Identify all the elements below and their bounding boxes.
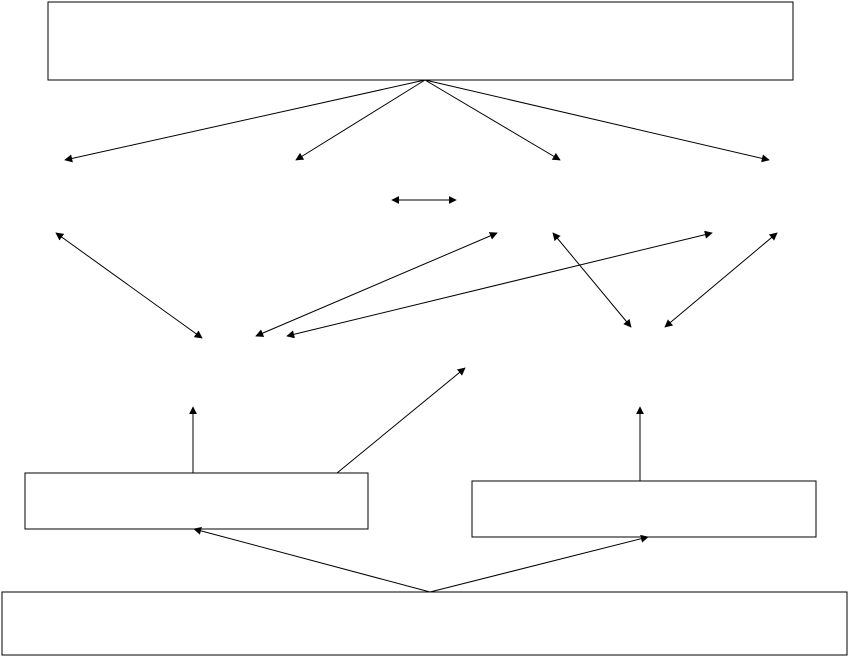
bottom-box bbox=[1, 591, 848, 656]
arrow-far-right-to-right-node bbox=[664, 232, 778, 328]
arrow-bottom-to-left-box bbox=[193, 526, 431, 593]
left-lower-box bbox=[24, 472, 369, 530]
arrow-center-to-right-node bbox=[552, 232, 632, 328]
top-box bbox=[47, 1, 794, 81]
arrow-right-to-left-node bbox=[286, 230, 713, 339]
arrow-bottom-to-right-box bbox=[429, 534, 649, 593]
right-lower-box bbox=[471, 480, 817, 538]
arrow-top-to-node-3 bbox=[424, 79, 561, 161]
arrow-center-to-left-node bbox=[255, 232, 498, 337]
arrow-top-to-node-1 bbox=[64, 79, 426, 163]
arrow-left-diagonal bbox=[55, 232, 203, 339]
arrow-top-to-node-2 bbox=[295, 79, 426, 161]
arrow-left-box-diagonal-up bbox=[336, 367, 466, 474]
arrow-top-to-node-4 bbox=[424, 79, 770, 163]
